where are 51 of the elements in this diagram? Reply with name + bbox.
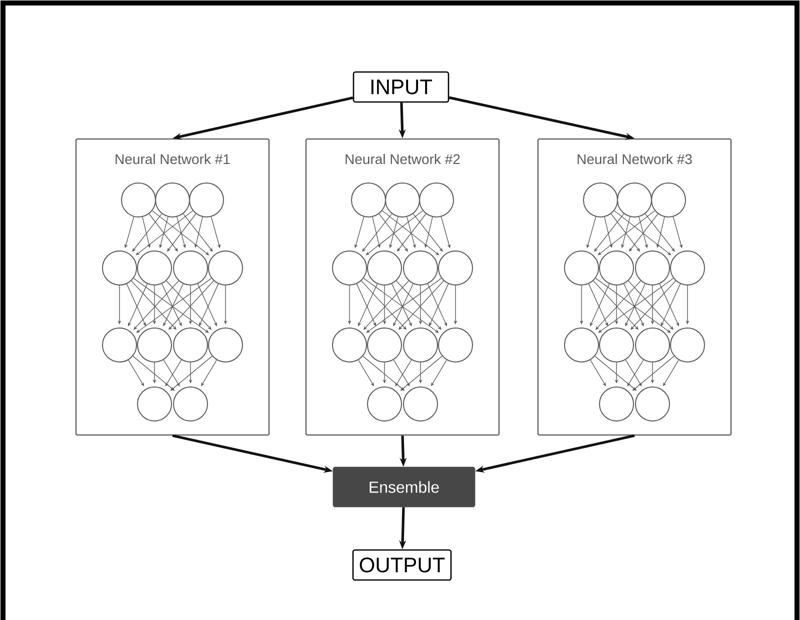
neuron-circle <box>670 250 705 286</box>
neuron-circle <box>367 328 402 362</box>
neuron-circle <box>137 250 172 286</box>
neuron-circle <box>635 328 670 362</box>
neuron-circle <box>564 250 599 286</box>
network-box: Neural Network #2 <box>305 138 500 436</box>
neuron-circle <box>599 250 634 286</box>
neuron-circle <box>385 182 420 218</box>
neuron-circle <box>332 328 367 362</box>
arrow <box>382 210 440 256</box>
network-box: Neural Network #3 <box>537 138 732 436</box>
neuron-circle <box>651 182 686 218</box>
neuron-circle <box>173 386 208 422</box>
neuron-circle <box>599 328 634 362</box>
neuron-circle <box>635 250 670 286</box>
neuron-circle <box>670 328 705 362</box>
neuron-circle <box>403 250 438 286</box>
neuron-circle <box>208 328 243 362</box>
neuron-circle <box>367 386 402 422</box>
neuron-circle <box>403 386 438 422</box>
neuron-circle <box>564 328 599 362</box>
neuron-circle <box>173 250 208 286</box>
output-box: OUTPUT <box>352 549 452 581</box>
neuron-circle <box>599 386 634 422</box>
neuron-circle <box>208 250 243 286</box>
neuron-circle <box>438 328 473 362</box>
ensemble-box: Ensemble <box>332 466 476 508</box>
neuron-circle <box>189 182 224 218</box>
neuron-circle <box>419 182 454 218</box>
neuron-circle <box>121 182 156 218</box>
arrow <box>152 210 210 256</box>
input-box: INPUT <box>352 71 450 103</box>
neuron-circle <box>583 182 618 218</box>
neuron-circle <box>137 386 172 422</box>
neuron-circle <box>137 328 172 362</box>
neuron-circle <box>403 328 438 362</box>
neuron-circle <box>332 250 367 286</box>
neuron-circle <box>102 328 137 362</box>
neuron-circle <box>438 250 473 286</box>
arrow <box>598 210 656 256</box>
arrow <box>366 210 424 256</box>
arrow <box>136 210 194 256</box>
network-box: Neural Network #1 <box>75 138 270 436</box>
arrow <box>614 210 672 256</box>
neuron-circle <box>155 182 190 218</box>
neuron-circle <box>617 182 652 218</box>
neuron-circle <box>351 182 386 218</box>
neuron-circle <box>102 250 137 286</box>
neuron-circle <box>367 250 402 286</box>
neuron-circle <box>173 328 208 362</box>
neuron-circle <box>635 386 670 422</box>
